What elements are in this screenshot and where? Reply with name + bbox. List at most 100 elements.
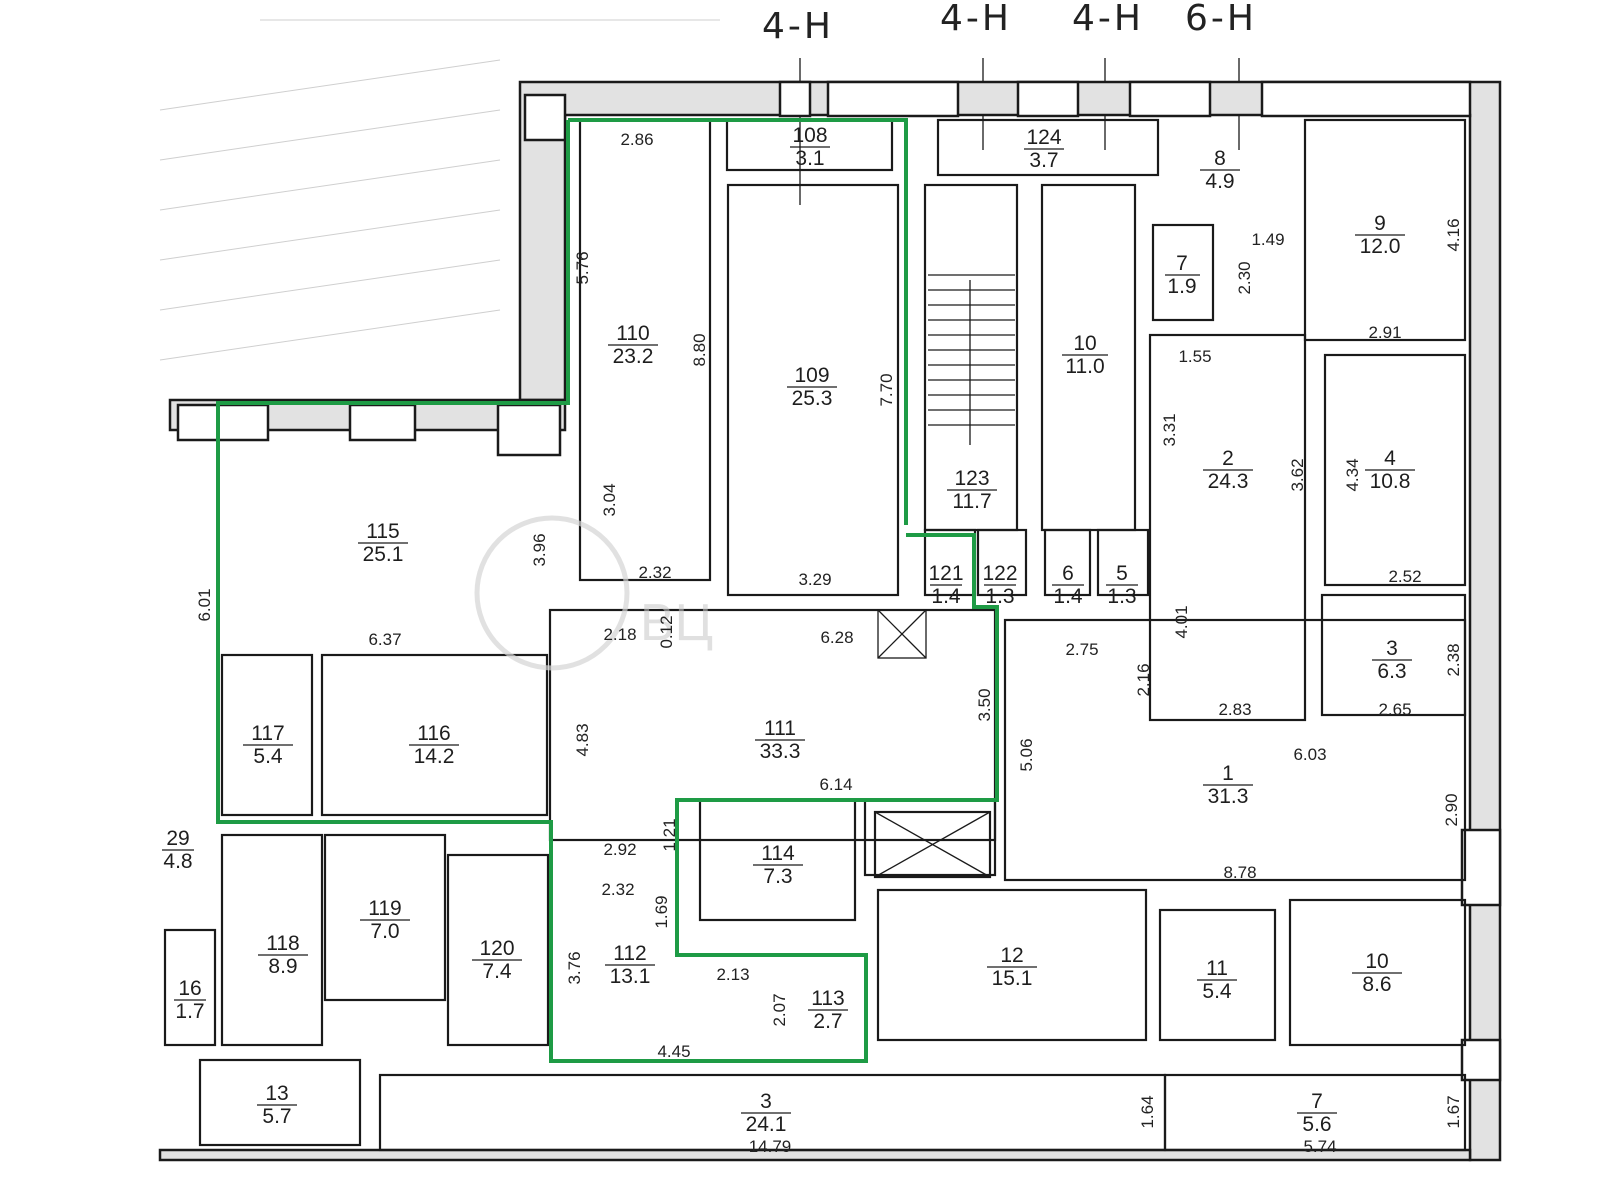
room-label: 12 15.1 xyxy=(987,944,1037,990)
svg-text:109: 109 xyxy=(794,364,829,387)
svg-text:1: 1 xyxy=(1222,762,1234,785)
svg-text:7.4: 7.4 xyxy=(482,960,512,983)
svg-text:11: 11 xyxy=(1206,957,1228,980)
room-label: 3 24.1 xyxy=(741,1090,791,1136)
dimension-label: 3.76 xyxy=(565,951,584,984)
svg-text:1.4: 1.4 xyxy=(1053,585,1083,608)
svg-text:15.1: 15.1 xyxy=(992,967,1033,990)
svg-text:117: 117 xyxy=(251,722,284,745)
room-label: 29 4.8 xyxy=(162,827,194,873)
dimension-label: 6.14 xyxy=(819,775,852,794)
room-label: 16 1.7 xyxy=(174,977,206,1023)
room-label: 121 1.4 xyxy=(928,562,963,608)
room-label: 119 7.0 xyxy=(360,897,410,943)
svg-text:4: 4 xyxy=(1384,447,1396,470)
dimension-label: 5.74 xyxy=(1303,1137,1336,1156)
staircase xyxy=(928,274,1015,445)
dimension-label: 7.70 xyxy=(877,373,896,406)
svg-text:12.0: 12.0 xyxy=(1360,235,1401,258)
room-label: 109 25.3 xyxy=(787,364,837,410)
svg-text:6: 6 xyxy=(1062,562,1074,585)
svg-text:113: 113 xyxy=(811,987,844,1010)
svg-text:2: 2 xyxy=(1222,447,1234,470)
axis-labels: 4-Н 4-Н 4-Н 6-Н xyxy=(762,0,1254,47)
dimension-label: 2.83 xyxy=(1218,700,1251,719)
svg-text:5: 5 xyxy=(1116,562,1128,585)
svg-text:11.0: 11.0 xyxy=(1065,355,1104,378)
svg-text:123: 123 xyxy=(954,467,989,490)
svg-text:25.1: 25.1 xyxy=(363,543,404,566)
room-labels: 108 3.1 124 3.7 8 4.9 9 12.0 7 1.9 110 2… xyxy=(162,124,1415,1136)
room-label: 9 12.0 xyxy=(1355,212,1405,258)
dimension-label: 2.13 xyxy=(716,965,749,984)
dimension-label: 1.67 xyxy=(1444,1095,1463,1128)
room-label: 118 8.9 xyxy=(258,932,308,978)
dimension-label: 2.92 xyxy=(603,840,636,859)
dimension-label: 5.76 xyxy=(573,251,592,284)
dimension-label: 2.52 xyxy=(1388,567,1421,586)
dimension-label: 4.16 xyxy=(1444,218,1463,251)
dimension-label: 2.75 xyxy=(1065,640,1098,659)
svg-text:7.0: 7.0 xyxy=(370,920,399,943)
room-label: 124 3.7 xyxy=(1024,126,1064,172)
room-label: 7 5.6 xyxy=(1297,1090,1337,1136)
svg-text:108: 108 xyxy=(792,124,827,147)
svg-text:120: 120 xyxy=(479,937,514,960)
room-label: 113 2.7 xyxy=(808,987,848,1033)
svg-text:1.7: 1.7 xyxy=(175,1000,204,1023)
dimension-label: 8.78 xyxy=(1223,863,1256,882)
room-label: 11 5.4 xyxy=(1197,957,1237,1003)
dimension-label: 1.64 xyxy=(1138,1095,1157,1128)
room-label: 10 11.0 xyxy=(1062,332,1108,378)
room-label: 6 1.4 xyxy=(1052,562,1084,608)
svg-text:5.6: 5.6 xyxy=(1302,1113,1331,1136)
room-label: 5 1.3 xyxy=(1106,562,1138,608)
dimension-label: 6.01 xyxy=(195,588,214,621)
svg-text:33.3: 33.3 xyxy=(760,740,801,763)
dimension-label: 6.03 xyxy=(1293,745,1326,764)
highlighted-area xyxy=(216,118,999,1063)
dimension-label: 2.86 xyxy=(620,130,653,149)
room-label: 110 23.2 xyxy=(608,322,658,368)
svg-text:3: 3 xyxy=(1386,637,1398,660)
svg-text:119: 119 xyxy=(368,897,401,920)
svg-text:31.3: 31.3 xyxy=(1208,785,1249,808)
dimension-label: 6.28 xyxy=(820,628,853,647)
room-label: 2 24.3 xyxy=(1203,447,1253,493)
svg-text:2.7: 2.7 xyxy=(813,1010,842,1033)
room-label: 122 1.3 xyxy=(982,562,1017,608)
svg-text:115: 115 xyxy=(366,520,399,543)
svg-text:1.4: 1.4 xyxy=(931,585,961,608)
svg-text:4.9: 4.9 xyxy=(1205,170,1234,193)
room-label: 4 10.8 xyxy=(1365,447,1415,493)
dimension-label: 1.21 xyxy=(660,818,679,851)
svg-text:1.3: 1.3 xyxy=(1107,585,1136,608)
dimension-label: 2.07 xyxy=(770,993,789,1026)
svg-text:114: 114 xyxy=(761,842,795,865)
room-label: 111 33.3 xyxy=(755,717,805,763)
svg-text:112: 112 xyxy=(613,942,646,965)
axis-lines xyxy=(799,58,1240,205)
dimension-label: 2.18 xyxy=(603,625,636,644)
dimension-label: 4.34 xyxy=(1343,458,1362,491)
dimension-label: 6.37 xyxy=(368,630,401,649)
dimension-label: 2.38 xyxy=(1444,643,1463,676)
svg-text:8.9: 8.9 xyxy=(268,955,297,978)
svg-text:6.3: 6.3 xyxy=(1377,660,1406,683)
dimension-label: 5.06 xyxy=(1017,738,1036,771)
svg-text:10.8: 10.8 xyxy=(1370,470,1411,493)
svg-text:13.1: 13.1 xyxy=(610,965,651,988)
room-label: 123 11.7 xyxy=(947,467,997,513)
dimension-label: 3.62 xyxy=(1288,458,1307,491)
svg-text:10: 10 xyxy=(1073,332,1096,355)
svg-text:5.4: 5.4 xyxy=(253,745,283,768)
svg-text:122: 122 xyxy=(982,562,1017,585)
axis-label: 4-Н xyxy=(762,6,834,47)
svg-text:11.7: 11.7 xyxy=(952,490,991,513)
dimension-label: 3.31 xyxy=(1160,413,1179,446)
dimension-label: 4.83 xyxy=(573,723,592,756)
room-label: 116 14.2 xyxy=(409,722,459,768)
dimension-label: 4.01 xyxy=(1172,605,1191,638)
